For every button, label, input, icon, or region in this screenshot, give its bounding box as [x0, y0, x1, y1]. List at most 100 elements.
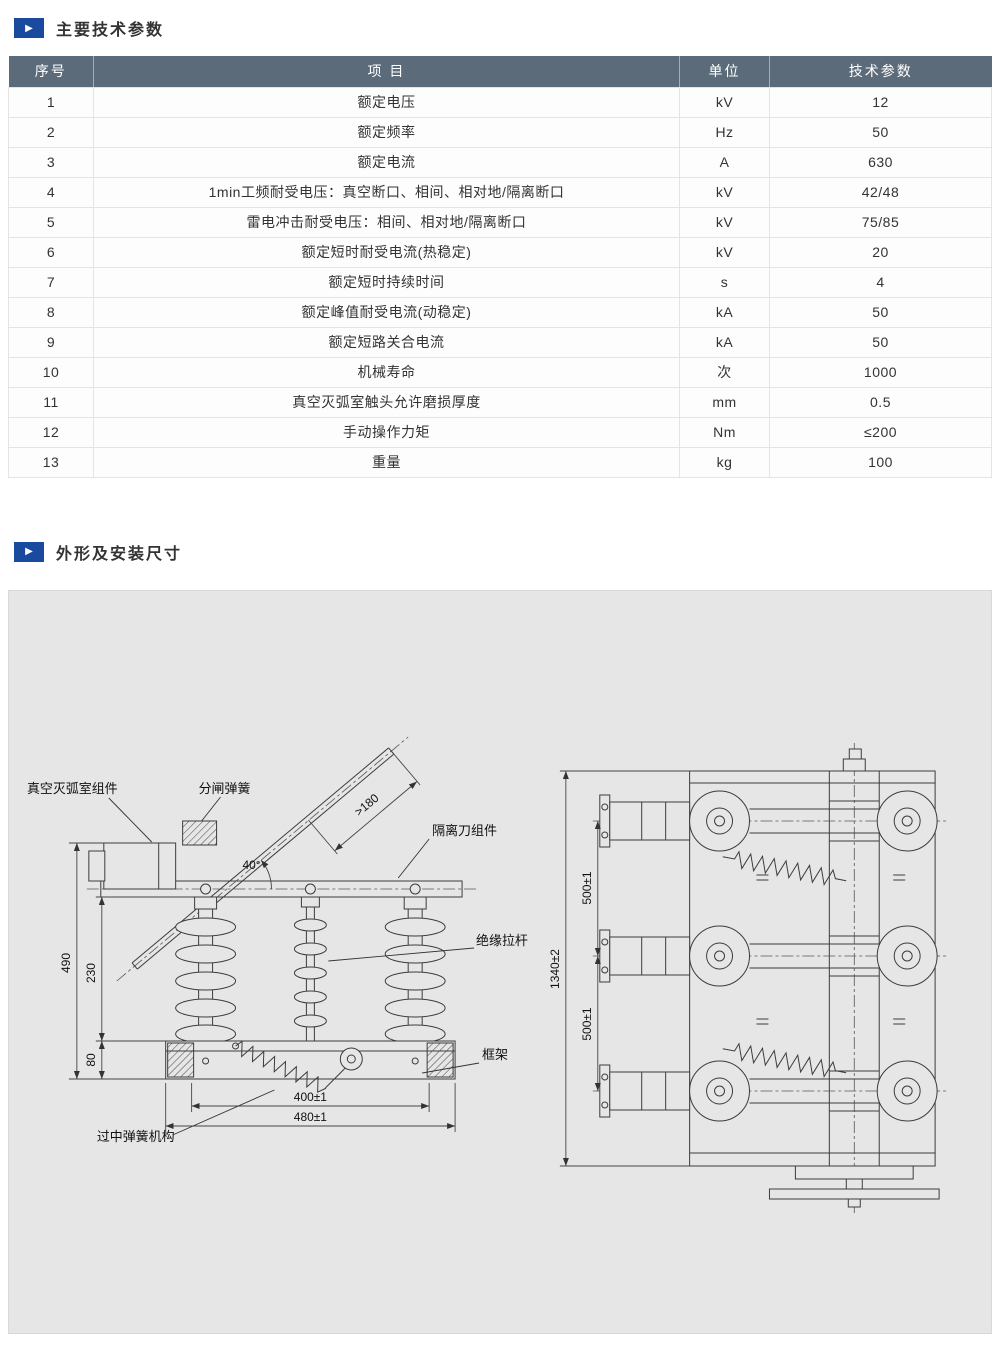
post-insulator-right	[384, 896, 446, 1043]
dim-total-height: 1340±2	[548, 948, 562, 988]
label-opening-spring: 分闸弹簧	[199, 780, 251, 795]
label-insulating-rod: 绝缘拉杆	[476, 932, 528, 947]
label-over-center-spring: 过中弹簧机构	[97, 1128, 175, 1143]
cell-seq: 3	[8, 146, 94, 178]
dim-height-insulator: 230	[84, 962, 98, 982]
cell-unit: kA	[679, 296, 770, 328]
col-header-seq: 序号	[8, 56, 94, 87]
dim-pole-spacing-top: 500±1	[580, 871, 594, 905]
cell-seq: 5	[8, 206, 94, 238]
pole-middle	[592, 925, 948, 986]
cell-unit: kg	[679, 446, 770, 478]
cell-item: 额定电压	[93, 86, 680, 118]
cell-unit: Hz	[679, 116, 770, 148]
insulating-pull-rod	[293, 896, 327, 1041]
alignment-marks	[756, 874, 906, 1024]
side-view-drawing: 40° >180	[27, 736, 528, 1144]
vacuum-chamber-housing	[103, 842, 177, 889]
cell-unit: kV	[679, 176, 770, 208]
col-header-unit: 单位	[679, 56, 770, 87]
play-icon: ▶	[14, 541, 44, 562]
dim-hole-span: 400±1	[294, 1089, 328, 1103]
technical-drawing: 40° >180	[27, 736, 948, 1213]
cell-seq: 13	[8, 446, 94, 478]
cell-item: 额定短时耐受电流(热稳定)	[93, 236, 680, 268]
col-header-value: 技术参数	[769, 56, 992, 87]
cell-seq: 11	[8, 386, 94, 418]
cell-item: 真空灭弧室触头允许磨损厚度	[93, 386, 680, 418]
cell-value: 50	[769, 296, 992, 328]
cell-value: 1000	[769, 356, 992, 388]
cell-unit: 次	[679, 356, 770, 388]
cell-value: 75/85	[769, 206, 992, 238]
cell-value: 20	[769, 236, 992, 268]
cell-item: 额定电流	[93, 146, 680, 178]
cell-item: 手动操作力矩	[93, 416, 680, 448]
cell-seq: 10	[8, 356, 94, 388]
cell-seq: 4	[8, 176, 94, 208]
section-title-params: 主要技术参数	[56, 22, 165, 39]
opening-spring	[182, 820, 218, 845]
cell-value: 0.5	[769, 386, 992, 418]
cell-item: 额定峰值耐受电流(动稳定)	[93, 296, 680, 328]
cell-seq: 7	[8, 266, 94, 298]
cell-item: 额定短时持续时间	[93, 266, 680, 298]
over-center-spring	[232, 1039, 363, 1093]
cell-value: ≤200	[769, 416, 992, 448]
cell-item: 1min工频耐受电压：真空断口、相间、相对地/隔离断口	[93, 176, 680, 208]
table-header-row: 序号 项 目 单位 技术参数	[8, 56, 992, 87]
cell-unit: kA	[679, 326, 770, 358]
drawing-panel: 40° >180	[8, 589, 992, 1334]
cell-item: 重量	[93, 446, 680, 478]
cell-seq: 9	[8, 326, 94, 358]
cell-value: 100	[769, 446, 992, 478]
section-title-dimensions: 外形及安装尺寸	[56, 545, 183, 563]
cell-seq: 12	[8, 416, 94, 448]
base-frame	[165, 1040, 456, 1079]
cell-value: 4	[769, 266, 992, 298]
cell-seq: 8	[8, 296, 94, 328]
cell-item: 额定频率	[93, 116, 680, 148]
cell-unit: mm	[679, 386, 770, 418]
cell-value: 630	[769, 146, 992, 178]
cell-seq: 1	[8, 86, 94, 118]
dim-base-width: 480±1	[294, 1109, 328, 1123]
cell-unit: kV	[679, 206, 770, 238]
cell-value: 50	[769, 326, 992, 358]
cell-seq: 2	[8, 116, 94, 148]
spring-upper	[722, 849, 847, 886]
cell-item: 机械寿命	[93, 356, 680, 388]
cell-seq: 6	[8, 236, 94, 268]
label-vacuum-chamber: 真空灭弧室组件	[27, 780, 118, 795]
cell-unit: s	[679, 266, 770, 298]
dim-height-base: 80	[84, 1053, 98, 1067]
section-header-dimensions: ▶ 外形及安装尺寸	[8, 524, 992, 564]
cell-unit: Nm	[679, 416, 770, 448]
label-isolation-knife: 隔离刀组件	[432, 822, 497, 837]
pole-bottom	[592, 1060, 948, 1121]
front-view-drawing: 1340±2 500±1 500±1	[548, 742, 948, 1213]
cell-value: 42/48	[769, 176, 992, 208]
label-frame: 框架	[482, 1046, 508, 1061]
cell-unit: kV	[679, 86, 770, 118]
dim-height-total: 490	[59, 952, 73, 972]
cell-unit: kV	[679, 236, 770, 268]
play-icon: ▶	[14, 18, 44, 38]
cell-value: 50	[769, 116, 992, 148]
spring-lower	[722, 1041, 847, 1078]
cell-item: 额定短路关合电流	[93, 326, 680, 358]
